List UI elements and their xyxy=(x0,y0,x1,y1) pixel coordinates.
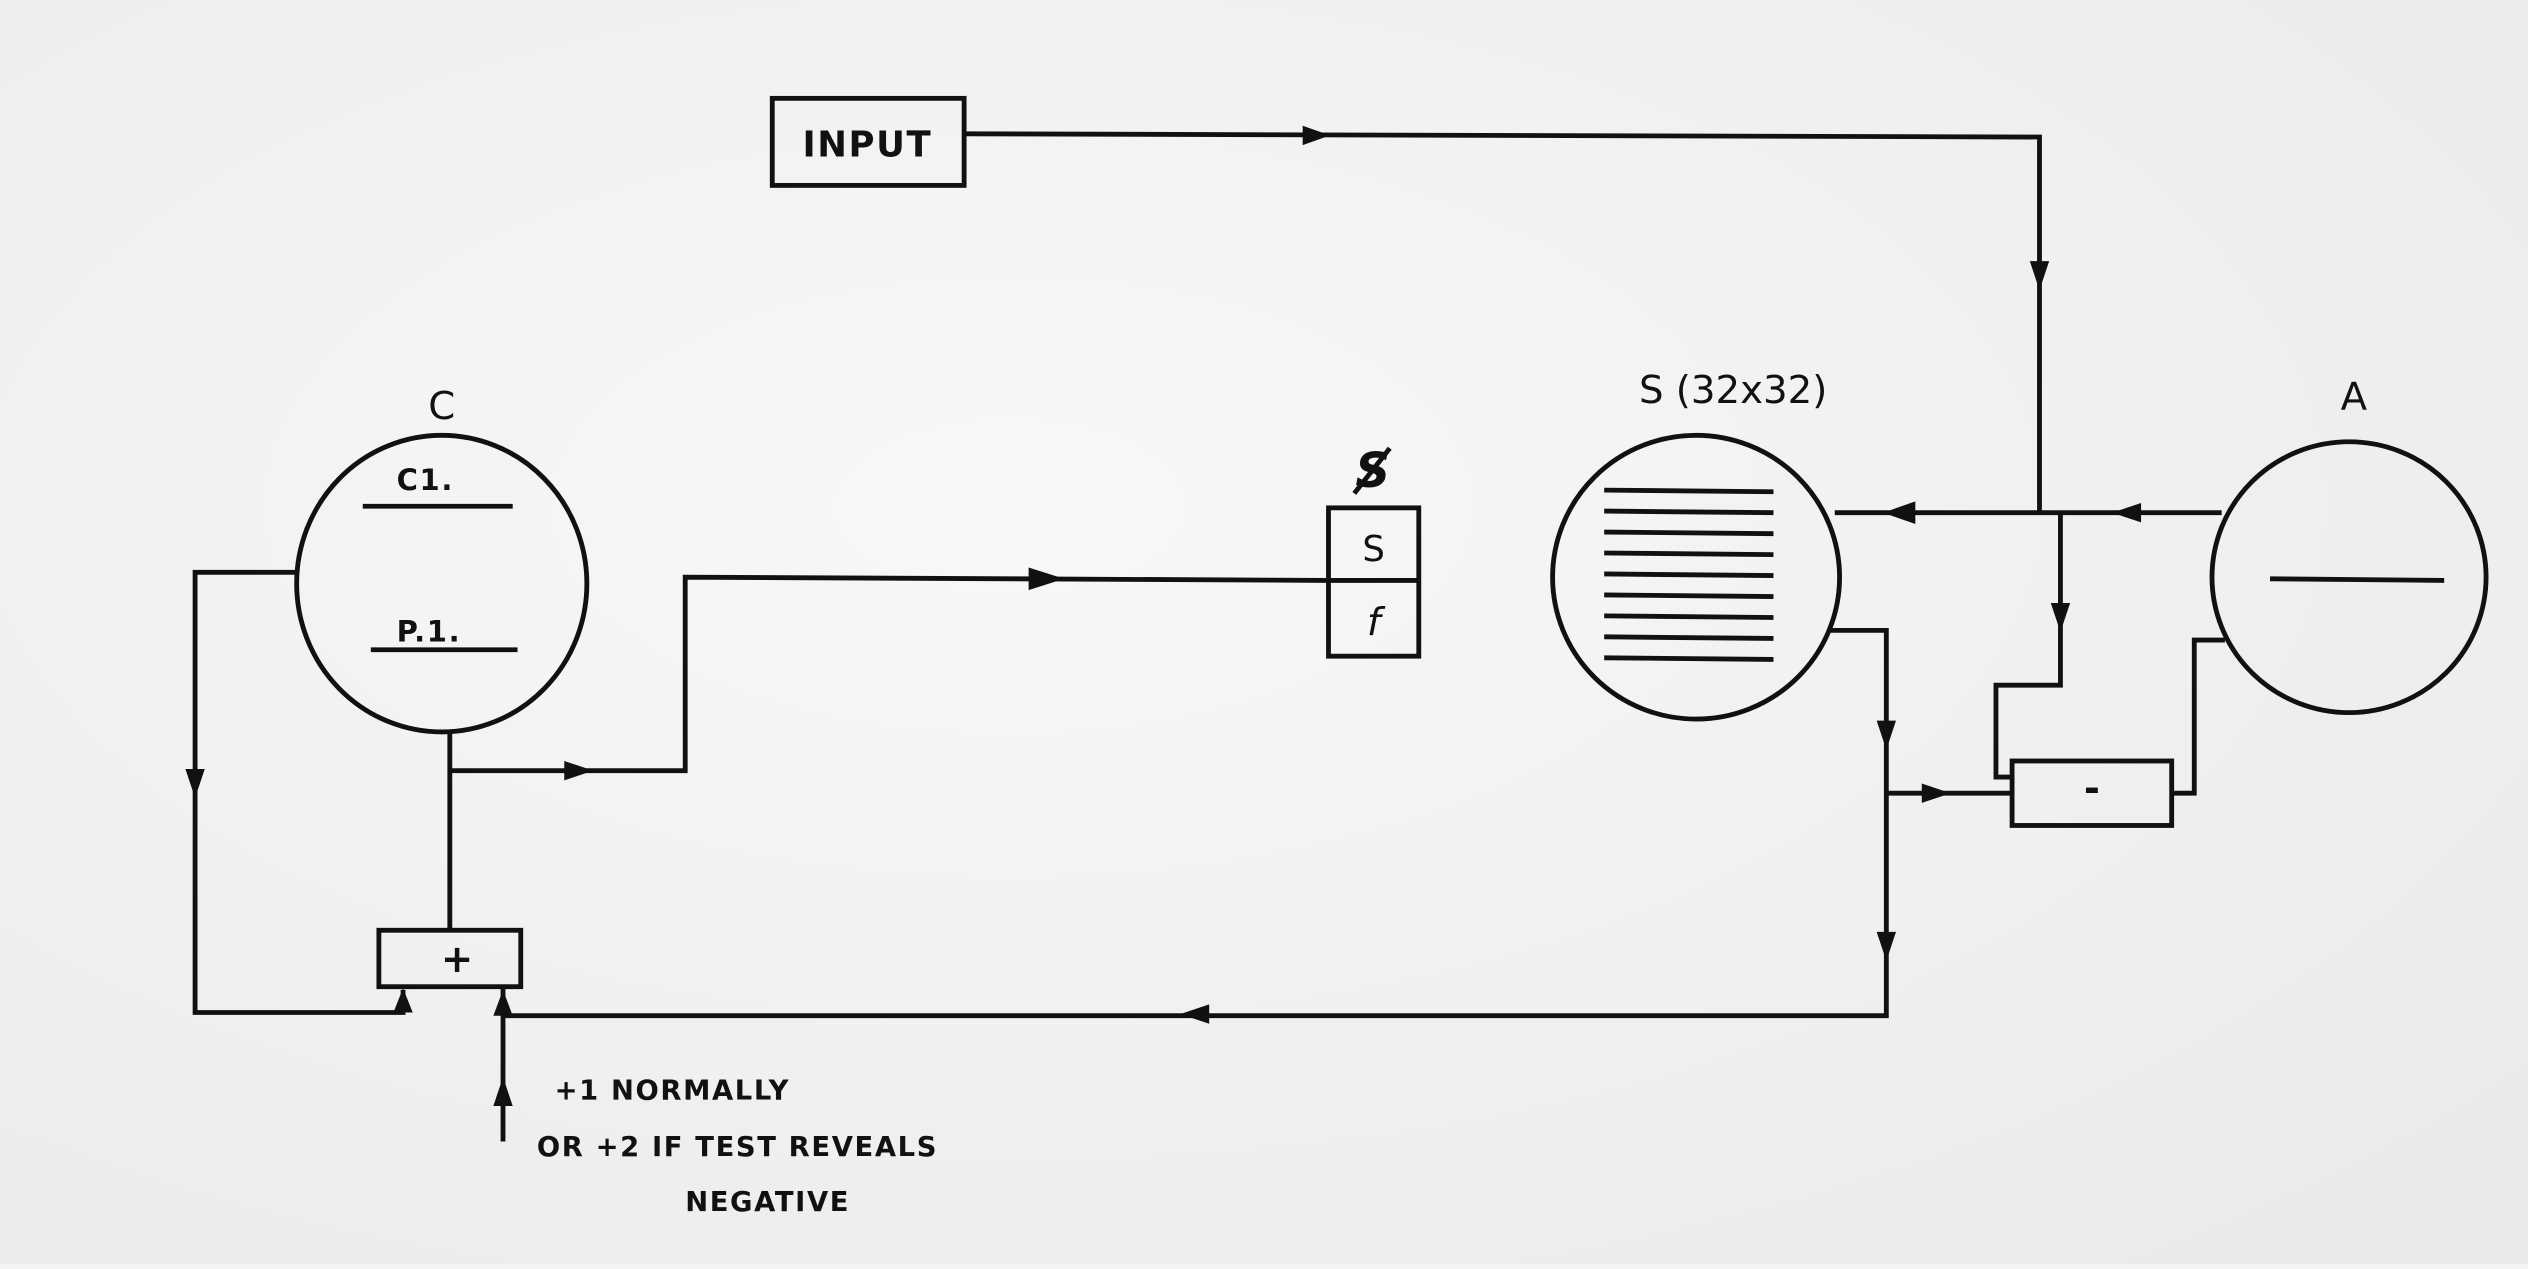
annotation-line-2: OR +2 IF TEST REVEALS xyxy=(537,1132,938,1163)
s-store-line xyxy=(1604,592,1774,599)
arrow-up-icon xyxy=(493,989,513,1016)
register-symbol-stroke xyxy=(1352,446,1392,495)
increment-annotation: +1 NORMALLY OR +2 IF TEST REVEALS NEGATI… xyxy=(537,1076,938,1218)
s-store-line xyxy=(1604,571,1774,578)
arrow-down-icon xyxy=(1876,931,1896,961)
s-store-line xyxy=(1604,634,1774,641)
input-box: INPUT xyxy=(769,95,967,188)
arrow-down-icon xyxy=(2029,261,2050,291)
input-label: INPUT xyxy=(802,124,932,165)
c-to-register-connector xyxy=(447,567,1329,931)
input-connector xyxy=(964,125,2050,513)
arrow-right-icon xyxy=(1028,567,1065,591)
subtractor-label: - xyxy=(2084,766,2102,811)
arrow-down-icon xyxy=(185,769,205,799)
s-store-line xyxy=(1604,613,1774,620)
c-label: C xyxy=(428,384,455,429)
arrow-up-icon xyxy=(393,988,413,1013)
s-store-line xyxy=(1604,550,1774,558)
a-to-subtractor-connector xyxy=(2171,637,2225,796)
a-node: A xyxy=(2209,375,2489,716)
arrow-down-icon xyxy=(1876,720,1896,750)
c1-field-label: C1. xyxy=(397,463,454,497)
s-store-line xyxy=(1604,529,1774,537)
s-to-adder-connector xyxy=(503,627,2013,1024)
arrow-down-icon xyxy=(2050,602,2071,632)
register-upper-cell: S xyxy=(1362,529,1385,570)
annotation-line-1: +1 NORMALLY xyxy=(555,1076,791,1107)
s-store-lines xyxy=(1604,487,1774,662)
adder-label: + xyxy=(441,937,475,982)
arrow-right-icon xyxy=(1921,783,1951,803)
annotation-line-3: NEGATIVE xyxy=(685,1187,850,1218)
adder-box: + xyxy=(376,927,524,990)
s-node: S (32x32) xyxy=(1550,368,1842,722)
a-label: A xyxy=(2341,375,2368,420)
s-register: S S f xyxy=(1326,443,1422,659)
s-store-line xyxy=(1604,655,1774,662)
c-node: C C1. P.1. xyxy=(294,384,590,735)
arrow-up-icon xyxy=(493,1076,513,1106)
s-store-line xyxy=(1604,487,1774,495)
c-feedback-connector xyxy=(185,569,413,1015)
a-to-s-connector xyxy=(1834,501,2222,780)
arrow-right-icon xyxy=(1302,125,1331,146)
arrow-left-icon xyxy=(1180,1004,1210,1024)
s-label: S (32x32) xyxy=(1639,368,1827,413)
arrow-right-icon xyxy=(564,760,594,781)
arrow-left-icon xyxy=(1883,501,1916,524)
s-store-line xyxy=(1604,508,1774,516)
arrow-left-icon xyxy=(2112,503,2142,523)
p1-field-label: P.1. xyxy=(397,615,462,649)
